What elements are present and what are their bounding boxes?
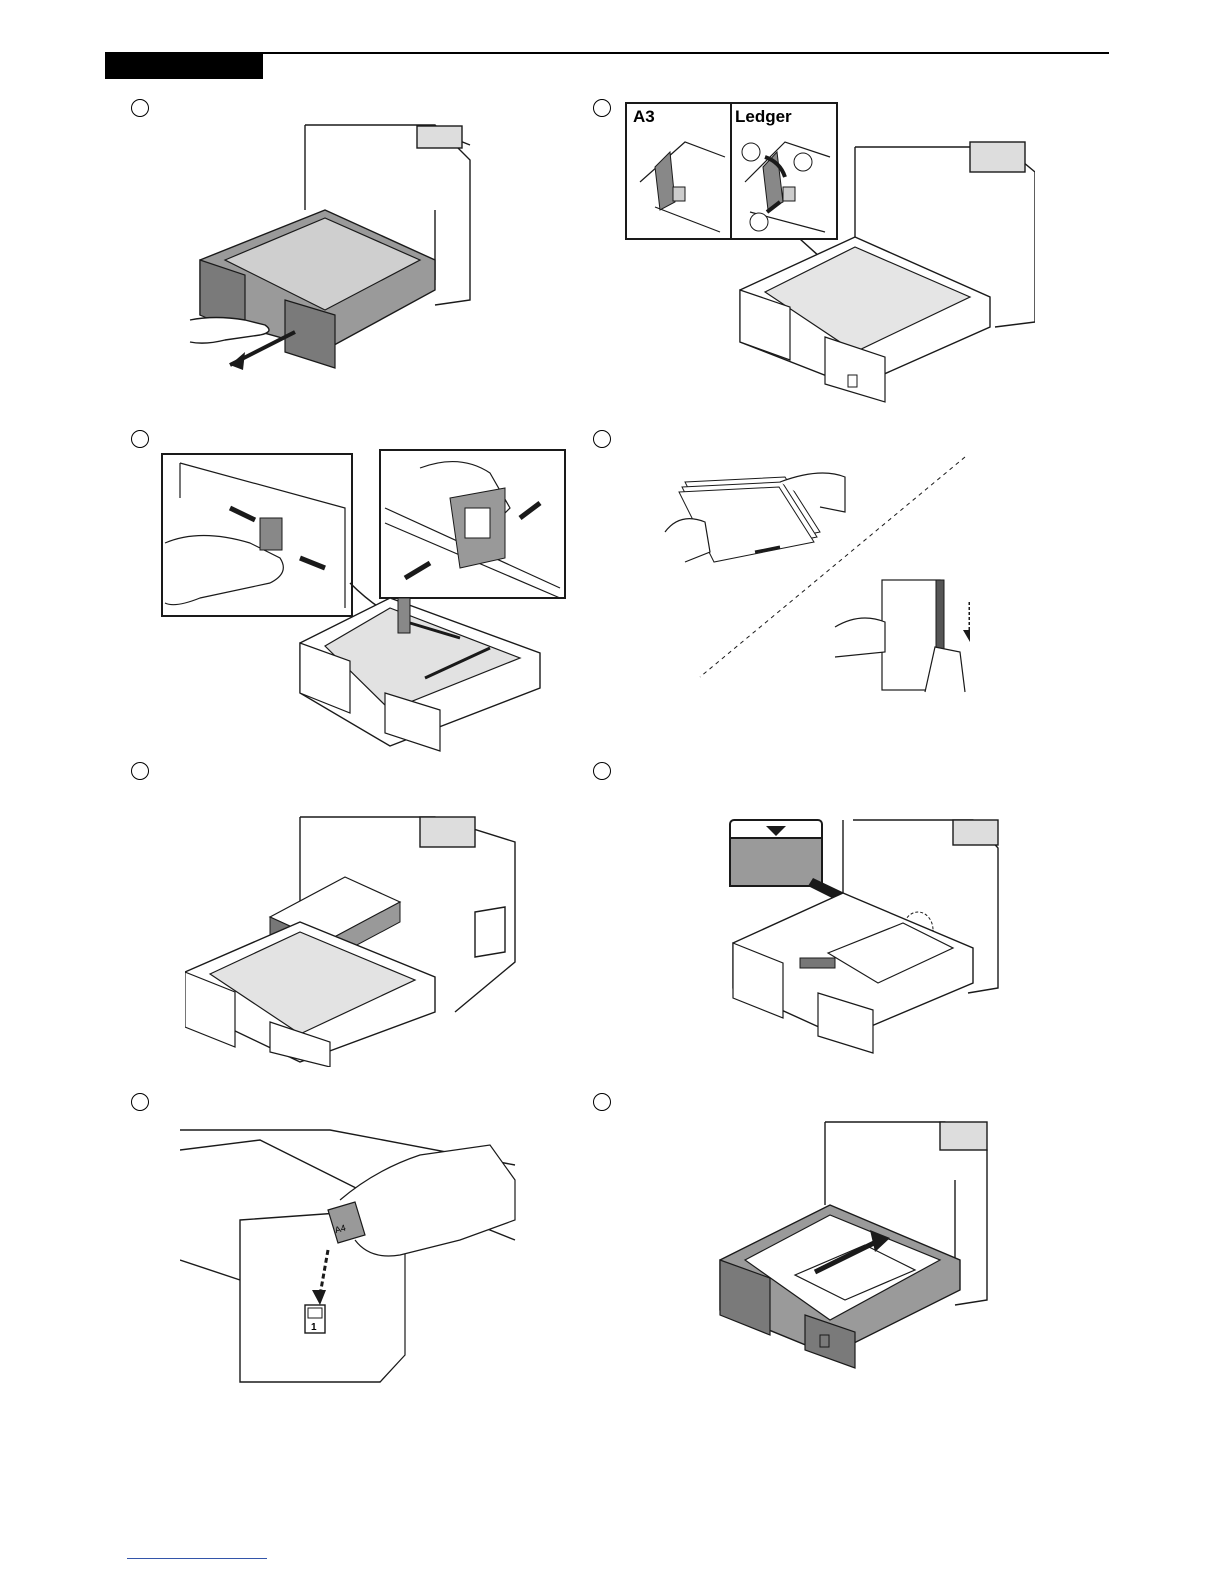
step-marker-8 <box>593 1093 611 1111</box>
step-marker-2 <box>593 99 611 117</box>
step-marker-7 <box>131 1093 149 1111</box>
illustration-push-cassette-in <box>715 1120 995 1370</box>
illustration-a3-ledger-setting: A3 Ledger <box>625 102 1035 407</box>
step-marker-6 <box>593 762 611 780</box>
cassette-slot-number: 1 <box>311 1322 317 1333</box>
illustration-adjust-guides <box>160 448 570 753</box>
illustration-load-paper <box>185 812 525 1067</box>
step-marker-3 <box>131 430 149 448</box>
inset-label-a3: A3 <box>633 107 655 126</box>
step-marker-4 <box>593 430 611 448</box>
step-marker-5 <box>131 762 149 780</box>
illustration-pull-out-cassette <box>185 120 475 385</box>
illustration-insert-size-tag: A4 1 <box>180 1120 520 1385</box>
step-marker-1 <box>131 99 149 117</box>
inset-label-ledger: Ledger <box>735 107 792 126</box>
illustration-fan-paper <box>660 452 970 697</box>
header-tab <box>105 53 263 79</box>
illustration-paper-level <box>728 818 1008 1058</box>
footer-link-underline <box>127 1558 267 1559</box>
